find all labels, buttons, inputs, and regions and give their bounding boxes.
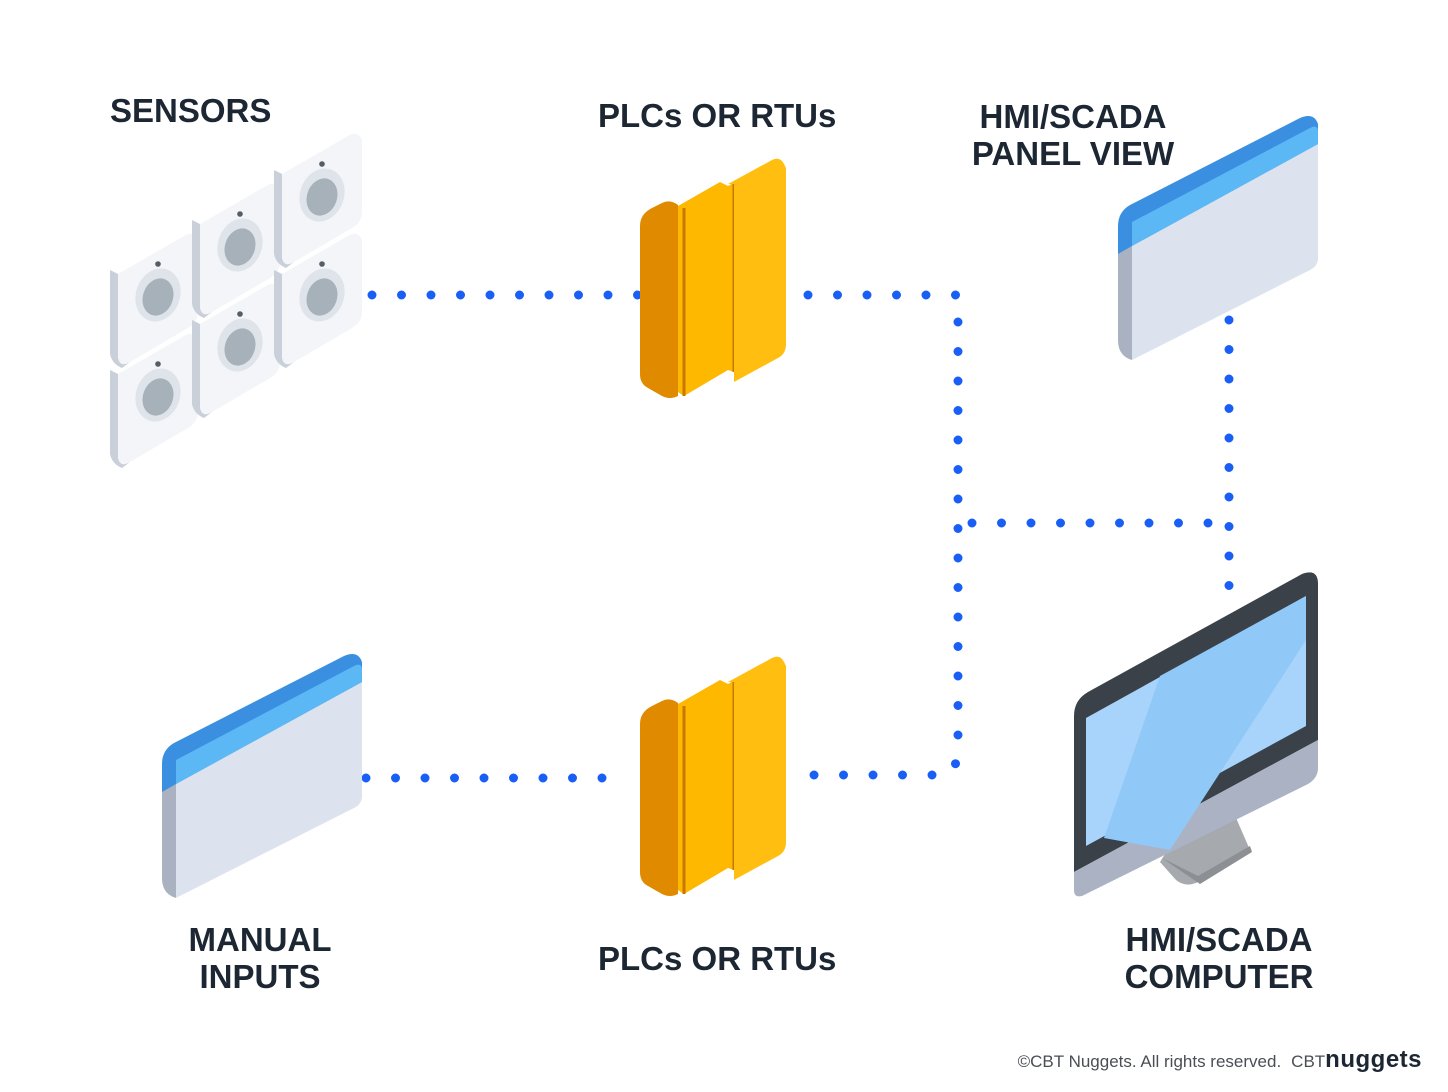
plc-module-icon [638, 655, 788, 898]
label-hmi-computer-line1: HMI/SCADA [1125, 921, 1313, 958]
label-hmi-computer: HMI/SCADA COMPUTER [1106, 921, 1332, 995]
label-hmi-panel-line1: HMI/SCADA [979, 98, 1167, 135]
label-hmi-computer-line2: COMPUTER [1124, 958, 1314, 995]
label-plc-bottom: PLCs OR RTUs [598, 940, 836, 977]
hmi-panel-icon [1118, 116, 1318, 360]
brand-logo: CBTnuggets [1291, 1046, 1422, 1074]
label-plc-bottom-text: PLCs OR RTUs [598, 940, 837, 977]
connector-lines [361, 290, 1234, 783]
desktop-monitor-icon [1074, 572, 1318, 897]
manual-input-panel-icon [162, 654, 362, 898]
footer: ©CBT Nuggets. All rights reserved. CBTnu… [1018, 1046, 1422, 1074]
label-manual-inputs: MANUAL INPUTS [170, 921, 350, 995]
label-manual-line1: MANUAL [188, 921, 332, 958]
sensor-grid-icon [110, 133, 362, 468]
label-hmi-panel-view: HMI/SCADA PANEL VIEW [962, 98, 1184, 172]
copyright-text: ©CBT Nuggets. All rights reserved. [1017, 1052, 1282, 1071]
label-plc-top-text: PLCs OR RTUs [598, 97, 837, 134]
connector-plc-top-to-junction [793, 290, 963, 780]
label-sensors: SENSORS [110, 92, 271, 129]
brand-prefix: CBT [1291, 1052, 1326, 1071]
label-manual-line2: INPUTS [199, 958, 321, 995]
brand-name: nuggets [1325, 1046, 1422, 1073]
label-plc-top: PLCs OR RTUs [598, 97, 836, 134]
plc-module-icon [638, 157, 788, 400]
label-sensors-text: SENSORS [110, 92, 272, 129]
label-hmi-panel-line2: PANEL VIEW [971, 135, 1175, 172]
